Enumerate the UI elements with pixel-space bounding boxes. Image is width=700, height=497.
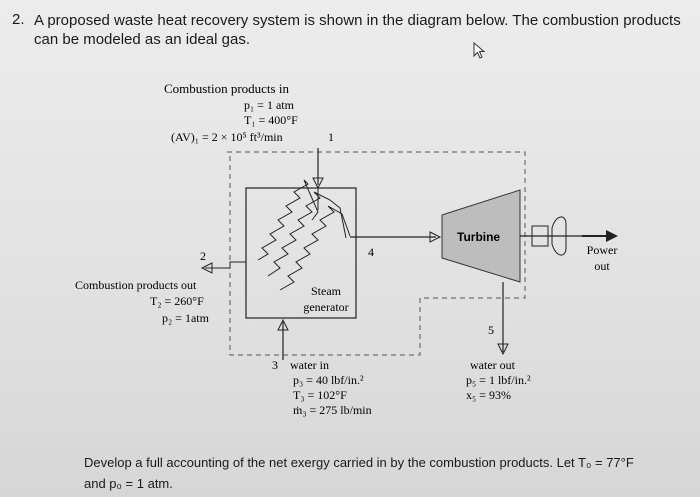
water-out-pressure: p₅ = 1 lbf/in.² — [466, 373, 531, 387]
water-out-title: water out — [470, 358, 516, 372]
water-in-title: water in — [290, 358, 329, 372]
outlet-arrow-icon — [200, 262, 213, 274]
inlet-temperature: T₁ = 400°F — [244, 113, 298, 127]
inlet-volume-flow: (AV)₁ = 2 × 10⁵ ft³/min — [171, 130, 283, 144]
water-in-temperature: T₃ = 102°F — [293, 388, 347, 402]
power-label: out — [594, 259, 610, 273]
question-footer: Develop a full accounting of the net exe… — [84, 452, 684, 494]
inlet-title: Combustion products in — [164, 81, 289, 96]
heat-exchanger-coil — [267, 191, 347, 277]
footer-line-2: and p₀ = 1 atm. — [84, 476, 173, 491]
state-2-label: 2 — [200, 249, 206, 263]
steam-generator-label: Steam — [311, 284, 342, 298]
mouse-cursor-icon — [473, 42, 486, 59]
power-out-arrow-icon — [606, 230, 618, 242]
outlet-pressure: p₂ = 1atm — [162, 311, 210, 325]
state-3-label: 3 — [272, 358, 278, 372]
question-text: A proposed waste heat recovery system is… — [34, 12, 681, 48]
turbine-label: Turbine — [457, 230, 500, 244]
outlet-title: Combustion products out — [75, 278, 197, 292]
inlet-pressure: p₁ = 1 atm — [244, 98, 295, 112]
state-4-label: 4 — [368, 245, 374, 259]
generator-icon — [551, 216, 567, 256]
heat-exchanger-coil — [279, 205, 351, 291]
control-volume-boundary — [227, 151, 526, 356]
water-in-arrow-icon — [277, 318, 289, 331]
question-number: 2. — [12, 11, 25, 28]
heat-exchanger-coil — [257, 179, 319, 261]
water-out-quality: x₅ = 93% — [466, 388, 511, 402]
outlet-temperature: T₂ = 260°F — [150, 294, 204, 308]
water-out-arrow-icon — [497, 343, 509, 356]
steam-generator-label: generator — [303, 300, 348, 314]
steam-arrow-icon — [429, 231, 442, 243]
water-in-mass-flow: ṁ₃ = 275 lb/min — [293, 403, 372, 417]
state-5-label: 5 — [488, 323, 494, 337]
water-in-pressure: p₃ = 40 lbf/in.² — [293, 373, 364, 387]
state-1-label: 1 — [328, 130, 334, 144]
inlet-arrow-icon — [312, 177, 324, 190]
turbine-shape — [441, 189, 521, 283]
power-label: Power — [587, 243, 618, 257]
footer-line-1: Develop a full accounting of the net exe… — [84, 455, 634, 470]
